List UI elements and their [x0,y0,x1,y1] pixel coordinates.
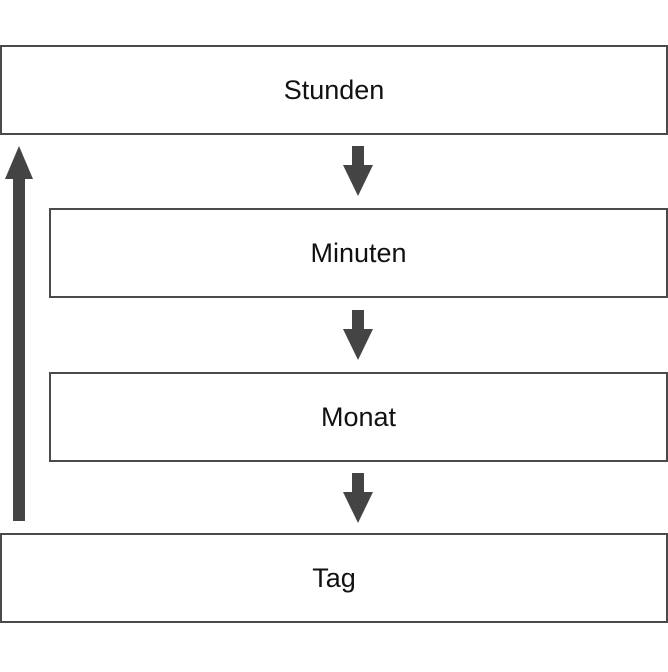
arrow-up-tag-stunden [5,146,33,521]
step-label-tag: Tag [312,562,356,593]
arrow-down-stunden-minuten [343,146,373,196]
step-label-minuten: Minuten [310,237,407,268]
step-label-stunden: Stunden [283,74,385,105]
step-box-tag: Tag [0,533,668,623]
step-label-monat: Monat [320,401,397,432]
arrow-down-monat-tag [343,473,373,523]
step-box-stunden: Stunden [0,45,668,135]
step-box-minuten: Minuten [49,208,668,298]
arrow-down-minuten-monat [343,310,373,360]
step-box-monat: Monat [49,372,668,462]
